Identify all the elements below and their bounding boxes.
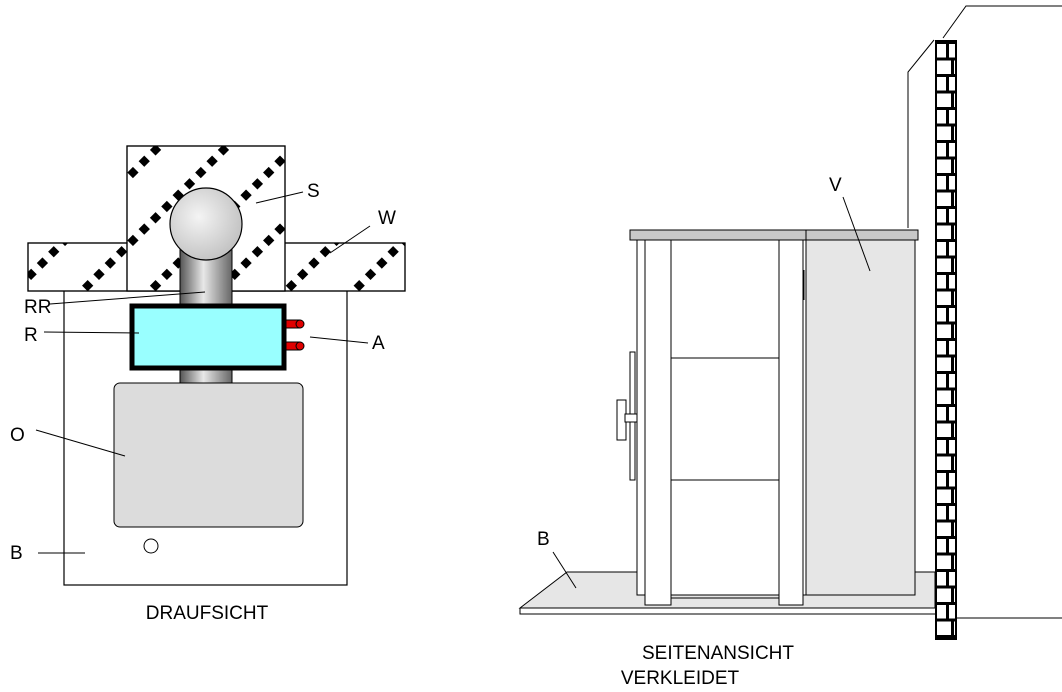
brick-joint bbox=[946, 473, 949, 487]
brick-mortar-line bbox=[937, 107, 955, 110]
stove-side bbox=[616, 239, 807, 606]
brick-mortar-line bbox=[937, 371, 955, 374]
brick-mortar-line bbox=[937, 503, 955, 506]
brick-mortar-line bbox=[937, 321, 955, 325]
brick-joint bbox=[951, 522, 954, 536]
brick-mortar-line bbox=[937, 206, 955, 209]
brick-joint bbox=[951, 357, 954, 371]
label-connections: A bbox=[372, 333, 385, 354]
side-view: V B SEITENANSICHT VERKLEIDET bbox=[518, 5, 1062, 689]
brick-mortar-line bbox=[937, 486, 955, 490]
brick-mortar-line bbox=[937, 255, 955, 259]
brick-mortar-line bbox=[937, 618, 955, 622]
label-wall: W bbox=[378, 208, 396, 229]
brick-joint bbox=[951, 456, 954, 470]
brick-mortar-line bbox=[937, 354, 955, 358]
side-view-caption-line1: SEITENANSICHT bbox=[642, 643, 794, 664]
brick-joint bbox=[951, 291, 954, 305]
brick-joint bbox=[951, 621, 954, 635]
label-floor-plate: B bbox=[10, 543, 23, 564]
brick-joint bbox=[946, 242, 949, 256]
brick-mortar-line bbox=[937, 536, 955, 539]
label-chimney: S bbox=[307, 181, 320, 202]
brick-joint bbox=[946, 308, 949, 322]
brick-mortar-line bbox=[937, 305, 955, 308]
brick-mortar-line bbox=[937, 140, 955, 143]
brick-joint bbox=[946, 539, 949, 553]
flue-pipe-top bbox=[169, 187, 243, 261]
brick-joint bbox=[946, 440, 949, 454]
brick-joint bbox=[946, 506, 949, 520]
brick-joint bbox=[946, 341, 949, 355]
brick-mortar-line bbox=[937, 387, 955, 391]
brick-joint bbox=[951, 225, 954, 239]
brick-mortar-line bbox=[937, 519, 955, 523]
brick-joint bbox=[951, 324, 954, 338]
brick-joint bbox=[946, 44, 949, 58]
top-view-leader-lines bbox=[35, 191, 371, 554]
brick-mortar-line bbox=[937, 57, 955, 61]
brick-mortar-line bbox=[937, 222, 955, 226]
top-view: S W RR R A O B DRAUFSICHT bbox=[10, 145, 406, 624]
brick-mortar-line bbox=[937, 156, 955, 160]
brick-mortar-line bbox=[937, 189, 955, 193]
wall-outline bbox=[907, 5, 1062, 619]
side-view-caption-line2: VERKLEIDET bbox=[621, 668, 740, 689]
brick-mortar-line bbox=[937, 74, 955, 77]
brick-joint bbox=[946, 209, 949, 223]
label-cladding: V bbox=[829, 175, 842, 196]
brick-mortar-line bbox=[937, 420, 955, 424]
brick-mortar-line bbox=[937, 338, 955, 341]
brick-mortar-line bbox=[937, 602, 955, 605]
brick-mortar-line bbox=[937, 585, 955, 589]
brick-joint bbox=[951, 93, 954, 107]
brick-mortar-line bbox=[937, 288, 955, 292]
brick-mortar-line bbox=[937, 552, 955, 556]
brick-joint bbox=[946, 77, 949, 91]
brick-mortar-line bbox=[937, 90, 955, 94]
top-plate bbox=[629, 229, 919, 241]
brick-joint bbox=[951, 60, 954, 74]
component-box bbox=[129, 303, 287, 371]
brick-joint bbox=[946, 572, 949, 586]
stove-body bbox=[113, 382, 304, 528]
brick-joint bbox=[951, 489, 954, 503]
connectors bbox=[285, 319, 305, 351]
brick-joint bbox=[951, 390, 954, 404]
label-side-floor-plate: B bbox=[537, 529, 550, 550]
brick-joint bbox=[946, 374, 949, 388]
brick-mortar-line bbox=[937, 453, 955, 457]
label-flue-pipe: RR bbox=[24, 297, 51, 318]
brick-joint bbox=[951, 555, 954, 569]
label-component: R bbox=[24, 325, 38, 346]
brick-joint bbox=[946, 275, 949, 289]
side-view-leader-lines bbox=[552, 196, 871, 589]
top-view-caption: DRAUFSICHT bbox=[146, 603, 269, 624]
brick-joint bbox=[951, 423, 954, 437]
brick-mortar-line bbox=[937, 437, 955, 440]
brick-mortar-line bbox=[937, 239, 955, 242]
cladding-panel bbox=[805, 239, 916, 596]
brick-joint bbox=[946, 605, 949, 619]
brick-mortar-line bbox=[937, 404, 955, 407]
brick-mortar-line bbox=[937, 635, 955, 638]
brick-mortar-line bbox=[937, 272, 955, 275]
brick-joint bbox=[951, 159, 954, 173]
brick-joint bbox=[951, 126, 954, 140]
floor-plate-hole bbox=[143, 538, 159, 554]
brick-mortar-line bbox=[937, 173, 955, 176]
brick-mortar-line bbox=[937, 123, 955, 127]
brick-joint bbox=[951, 588, 954, 602]
brick-joint bbox=[946, 407, 949, 421]
brick-mortar-line bbox=[937, 470, 955, 473]
brick-mortar-line bbox=[937, 569, 955, 572]
label-stove: O bbox=[10, 425, 25, 446]
brick-joint bbox=[946, 176, 949, 190]
brick-joint bbox=[951, 258, 954, 272]
brick-joint bbox=[946, 110, 949, 124]
brick-joint bbox=[951, 192, 954, 206]
brick-joint bbox=[946, 143, 949, 157]
brick-wall bbox=[935, 40, 957, 640]
